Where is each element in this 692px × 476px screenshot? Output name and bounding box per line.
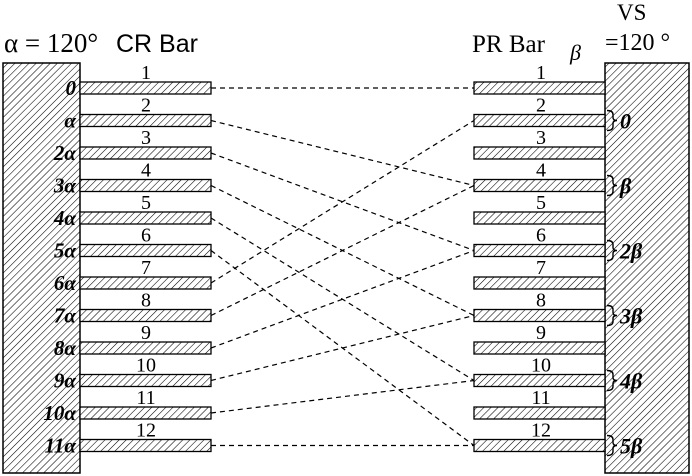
pr-bar [473,211,606,225]
cr-bar-number: 2 [141,95,151,117]
cr-angle-label: 10α [43,401,76,425]
pr-bar-number: 12 [531,420,551,442]
pr-bar-number: 11 [531,387,550,409]
beta-value: =120 ° [605,30,670,56]
beta-symbol: β [569,40,581,65]
cr-angle-label: 4α [53,206,77,230]
cr-bar-number: 5 [141,192,151,214]
pr-bar [473,406,606,420]
connection-line [210,249,475,349]
cr-bar-number: 3 [141,127,151,149]
cr-bar-number: 7 [141,257,151,279]
group-label: β [619,174,632,199]
cr-angle-label: 2α [53,141,77,165]
pr-bar-number: 5 [536,192,546,214]
cr-angle-label: 7α [54,304,77,328]
cr-angle-label: 3α [53,174,77,198]
pr-bar [473,146,606,160]
pr-bar-number: 1 [536,62,546,84]
vs-label: VS [617,0,646,25]
cr-angle-label: 8α [54,336,77,360]
group-label: 5β [620,434,643,459]
connection-line [210,119,475,284]
connection-lines [210,87,475,447]
cr-angle-label: 11α [45,434,77,458]
group-label: 2β [619,239,643,264]
cr-bar-number: 12 [136,420,156,442]
connection-line [210,184,475,317]
cr-angle-label: 6α [54,271,77,295]
connection-line [210,314,475,382]
cr-bar-number: 6 [141,225,151,247]
cr-bar-number: 8 [141,290,151,312]
cr-angle-label: 0 [66,76,77,100]
pr-bar-number: 8 [536,290,546,312]
cr-angle-label: α [64,109,76,133]
pr-bar-number: 7 [536,257,546,279]
pr-bar [473,276,606,290]
group-bracket [606,174,618,197]
pr-block [604,62,690,474]
cr-bar-number: 10 [136,355,156,377]
group-bracket [606,434,618,457]
pr-bar-number: 6 [536,225,546,247]
pr-bar-number: 4 [536,160,546,182]
alpha-equation: α = 120° [4,28,98,58]
cr-angle-labels: 0 α 2α 3α 4α 5α 6α 7α 8α 9α 10α 11α [43,76,76,458]
pr-group-labels: 0 β 2β 3β 4β 5β [606,109,643,459]
group-bracket [606,369,618,392]
cr-bar-label: CR Bar [116,30,198,58]
cr-bar-number: 9 [141,322,151,344]
cr-bar-number: 4 [141,160,151,182]
group-label: 0 [620,109,631,134]
group-bracket [606,239,618,262]
cr-bar-number: 11 [136,387,155,409]
cr-angle-label: 5α [54,239,77,263]
group-bracket [606,304,618,327]
pr-bar-number: 9 [536,322,546,344]
pr-bar-label: PR Bar [472,31,546,58]
connection-line [210,119,475,187]
group-bracket [606,109,618,132]
cr-bar-number: 1 [141,62,151,84]
pr-bar-number: 2 [536,95,546,117]
group-label: 3β [619,304,643,329]
connection-line [210,379,475,414]
cr-angle-label: 9α [54,369,77,393]
pr-bar [473,341,606,355]
connection-line [210,152,475,252]
pr-bar-number: 3 [536,127,546,149]
pr-bar-number: 10 [531,355,551,377]
group-label: 4β [619,369,643,394]
connection-line [210,217,475,382]
cr-commutator-block [2,62,81,474]
